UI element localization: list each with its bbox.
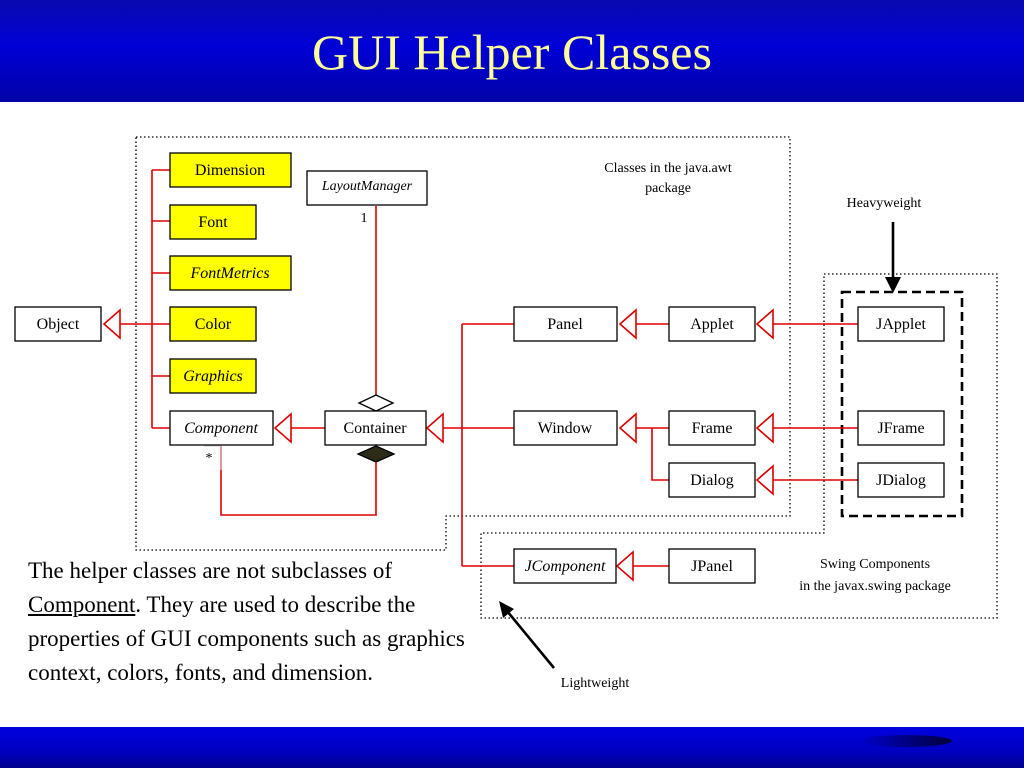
container-generalization-arrow	[425, 412, 444, 444]
frame-label: Frame	[692, 420, 733, 437]
heavyweight-label: Heavyweight	[847, 196, 922, 211]
jdialog-box	[857, 462, 945, 498]
layoutmanager-box	[306, 170, 428, 206]
japplet-label: JApplet	[876, 316, 926, 333]
color-label: Color	[195, 316, 232, 333]
object-generalization-arrow	[102, 308, 121, 340]
container-subclass-lines	[443, 323, 514, 567]
japplet-box	[857, 306, 945, 342]
description-paragraph: The helper classes are not subclasses of…	[28, 554, 468, 690]
applet-generalization-arrow	[755, 308, 774, 340]
component-generalization-arrow	[273, 412, 292, 444]
panel-generalization-arrow	[618, 308, 637, 340]
swing-region-label-1: Swing Components	[820, 557, 930, 572]
layoutmanager-label: LayoutManager	[321, 179, 413, 194]
swing-region-label-2: in the javax.swing package	[799, 579, 951, 594]
frame-generalization-arrow	[755, 412, 774, 444]
fontmetrics-box	[169, 255, 292, 291]
container-box	[324, 410, 427, 446]
awt-package-region	[135, 136, 791, 551]
multiplicity-many: *	[206, 451, 213, 466]
fontmetrics-label: FontMetrics	[189, 265, 269, 282]
component-label: Component	[184, 420, 258, 437]
applet-label: Applet	[690, 316, 734, 333]
description-part-2: . They are used to describe the properti…	[28, 592, 465, 685]
component-box	[169, 410, 274, 446]
awt-region-label-1: Classes in the java.awt	[604, 161, 732, 176]
window-label: Window	[538, 420, 593, 437]
multiplicity-one: 1	[361, 211, 368, 226]
composition-diamond	[356, 445, 396, 463]
container-label: Container	[343, 420, 407, 437]
swing-package-region	[480, 273, 998, 619]
font-label: Font	[198, 214, 228, 231]
jcomponent-box	[513, 548, 617, 584]
panel-box	[513, 306, 618, 342]
window-box	[513, 410, 618, 446]
jframe-box	[857, 410, 945, 446]
window-generalization-arrow	[618, 412, 637, 444]
applet-box	[668, 306, 756, 342]
jcomponent-generalization-arrow	[615, 550, 634, 582]
object-box	[14, 306, 102, 342]
panel-label: Panel	[547, 316, 583, 333]
dimension-box	[169, 152, 292, 188]
footer-swoosh-decoration	[860, 735, 952, 747]
dimension-label: Dimension	[195, 162, 265, 179]
jcomponent-label: JComponent	[525, 558, 606, 575]
heavyweight-group-border	[840, 290, 964, 518]
lightweight-pointer	[505, 610, 556, 669]
composition-line	[220, 446, 377, 516]
heavyweight-arrowhead	[885, 277, 901, 293]
jpanel-box	[668, 548, 756, 584]
slide-title: GUI Helper Classes	[312, 24, 712, 80]
dialog-label: Dialog	[690, 472, 734, 489]
lightweight-label: Lightweight	[561, 676, 630, 691]
window-subclass-lines	[636, 427, 669, 481]
graphics-box	[169, 358, 257, 394]
footer-bar	[0, 727, 1024, 768]
lightweight-arrowhead	[499, 601, 514, 618]
helper-bracket-lines	[120, 169, 170, 429]
component-link[interactable]: Component	[28, 592, 136, 617]
frame-box	[668, 410, 756, 446]
awt-region-label-2: package	[645, 181, 691, 196]
object-label: Object	[37, 316, 80, 333]
aggregation-diamond	[357, 394, 395, 412]
font-box	[169, 204, 257, 240]
jpanel-label: JPanel	[691, 558, 733, 575]
jframe-label: JFrame	[877, 420, 924, 437]
description-part-1: The helper classes are not subclasses of	[28, 558, 393, 583]
dialog-generalization-arrow	[755, 464, 774, 496]
dialog-box	[668, 462, 756, 498]
jdialog-label: JDialog	[876, 472, 926, 489]
graphics-label: Graphics	[183, 368, 243, 385]
title-bar: GUI Helper Classes	[0, 0, 1024, 102]
color-box	[169, 306, 257, 342]
